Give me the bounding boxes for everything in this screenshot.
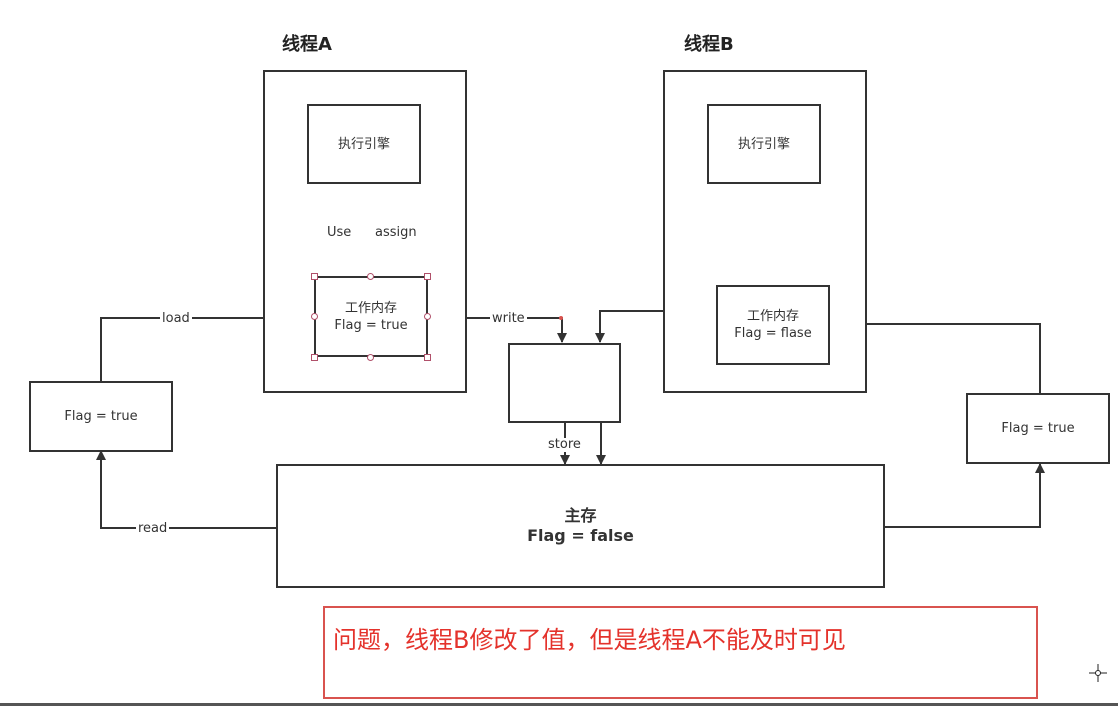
problem-note[interactable]: 问题，线程B修改了值，但是线程A不能及时可见 [323, 606, 1038, 699]
thread-b-working-memory[interactable]: 工作内存 Flag = flase [716, 285, 830, 365]
b-read-arrow [884, 463, 1045, 528]
resize-handle[interactable] [311, 354, 318, 361]
left-flag-box[interactable]: Flag = true [29, 381, 173, 452]
resize-handle[interactable] [311, 273, 318, 280]
load-label: load [160, 311, 192, 326]
connection-point[interactable] [311, 313, 318, 320]
use-label: Use [325, 225, 354, 240]
thread-b-flag: Flag = flase [734, 326, 812, 341]
right-flag-box[interactable]: Flag = true [966, 393, 1110, 464]
b-load-arrow [829, 319, 1041, 393]
thread-b-title: 线程B [684, 34, 734, 55]
right-flag-label: Flag = true [1001, 421, 1075, 436]
read-arrow [96, 450, 277, 529]
resize-handle[interactable] [424, 354, 431, 361]
connection-point[interactable] [367, 354, 374, 361]
assign-label: assign [373, 225, 419, 240]
resize-handle[interactable] [424, 273, 431, 280]
thread-a-working-memory-label: 工作内存 [344, 300, 397, 316]
write-label: write [490, 311, 527, 326]
thread-a-working-memory[interactable]: 工作内存 Flag = true [314, 276, 428, 357]
connection-point[interactable] [367, 273, 374, 280]
main-memory-box[interactable]: 主存 Flag = false [276, 464, 885, 588]
buffer-box[interactable] [508, 343, 621, 423]
problem-note-text: 问题，线程B修改了值，但是线程A不能及时可见 [333, 626, 846, 654]
left-flag-label: Flag = true [64, 409, 138, 424]
crosshair-cursor-icon [1089, 664, 1107, 682]
main-memory-title: 主存 [564, 506, 597, 525]
read-label: read [136, 521, 170, 536]
thread-b-engine[interactable]: 执行引擎 [707, 104, 821, 184]
connection-point[interactable] [424, 313, 431, 320]
store-label: store [546, 437, 583, 452]
main-memory-flag: Flag = false [527, 526, 634, 545]
bottom-divider [0, 703, 1118, 706]
thread-a-engine-label: 执行引擎 [337, 136, 390, 152]
load-arrow [100, 313, 314, 382]
thread-a-engine[interactable]: 执行引擎 [307, 104, 421, 184]
thread-b-working-memory-label: 工作内存 [746, 309, 799, 324]
thread-a-flag: Flag = true [334, 317, 408, 333]
thread-a-title: 线程A [282, 34, 332, 55]
thread-b-engine-label: 执行引擎 [737, 136, 790, 152]
